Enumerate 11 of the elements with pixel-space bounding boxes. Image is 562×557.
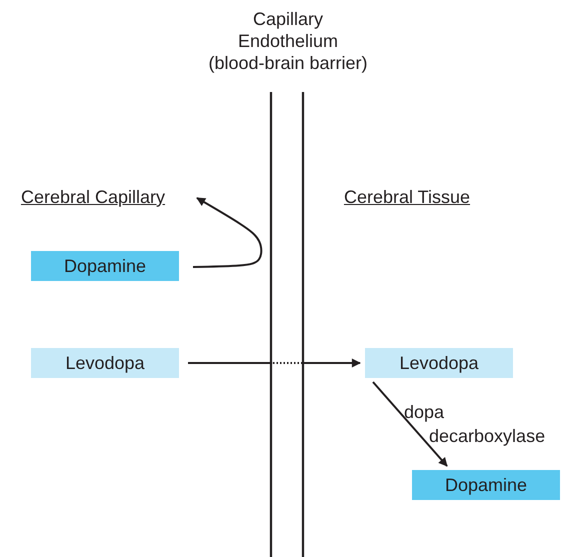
compound-box: Levodopa <box>31 348 179 378</box>
compound-box: Dopamine <box>412 470 560 500</box>
compound-box: Levodopa <box>365 348 513 378</box>
barrier-title: Capillary Endothelium (blood-brain barrier) <box>208 8 368 74</box>
arrow <box>192 197 262 268</box>
region-label: Cerebral Tissue <box>342 186 472 208</box>
arrow <box>372 381 448 467</box>
arrow <box>188 358 361 368</box>
compound-box: Dopamine <box>31 251 179 281</box>
edge-label: dopa decarboxylase <box>404 401 546 448</box>
region-label: Cerebral Capillary <box>20 186 166 208</box>
